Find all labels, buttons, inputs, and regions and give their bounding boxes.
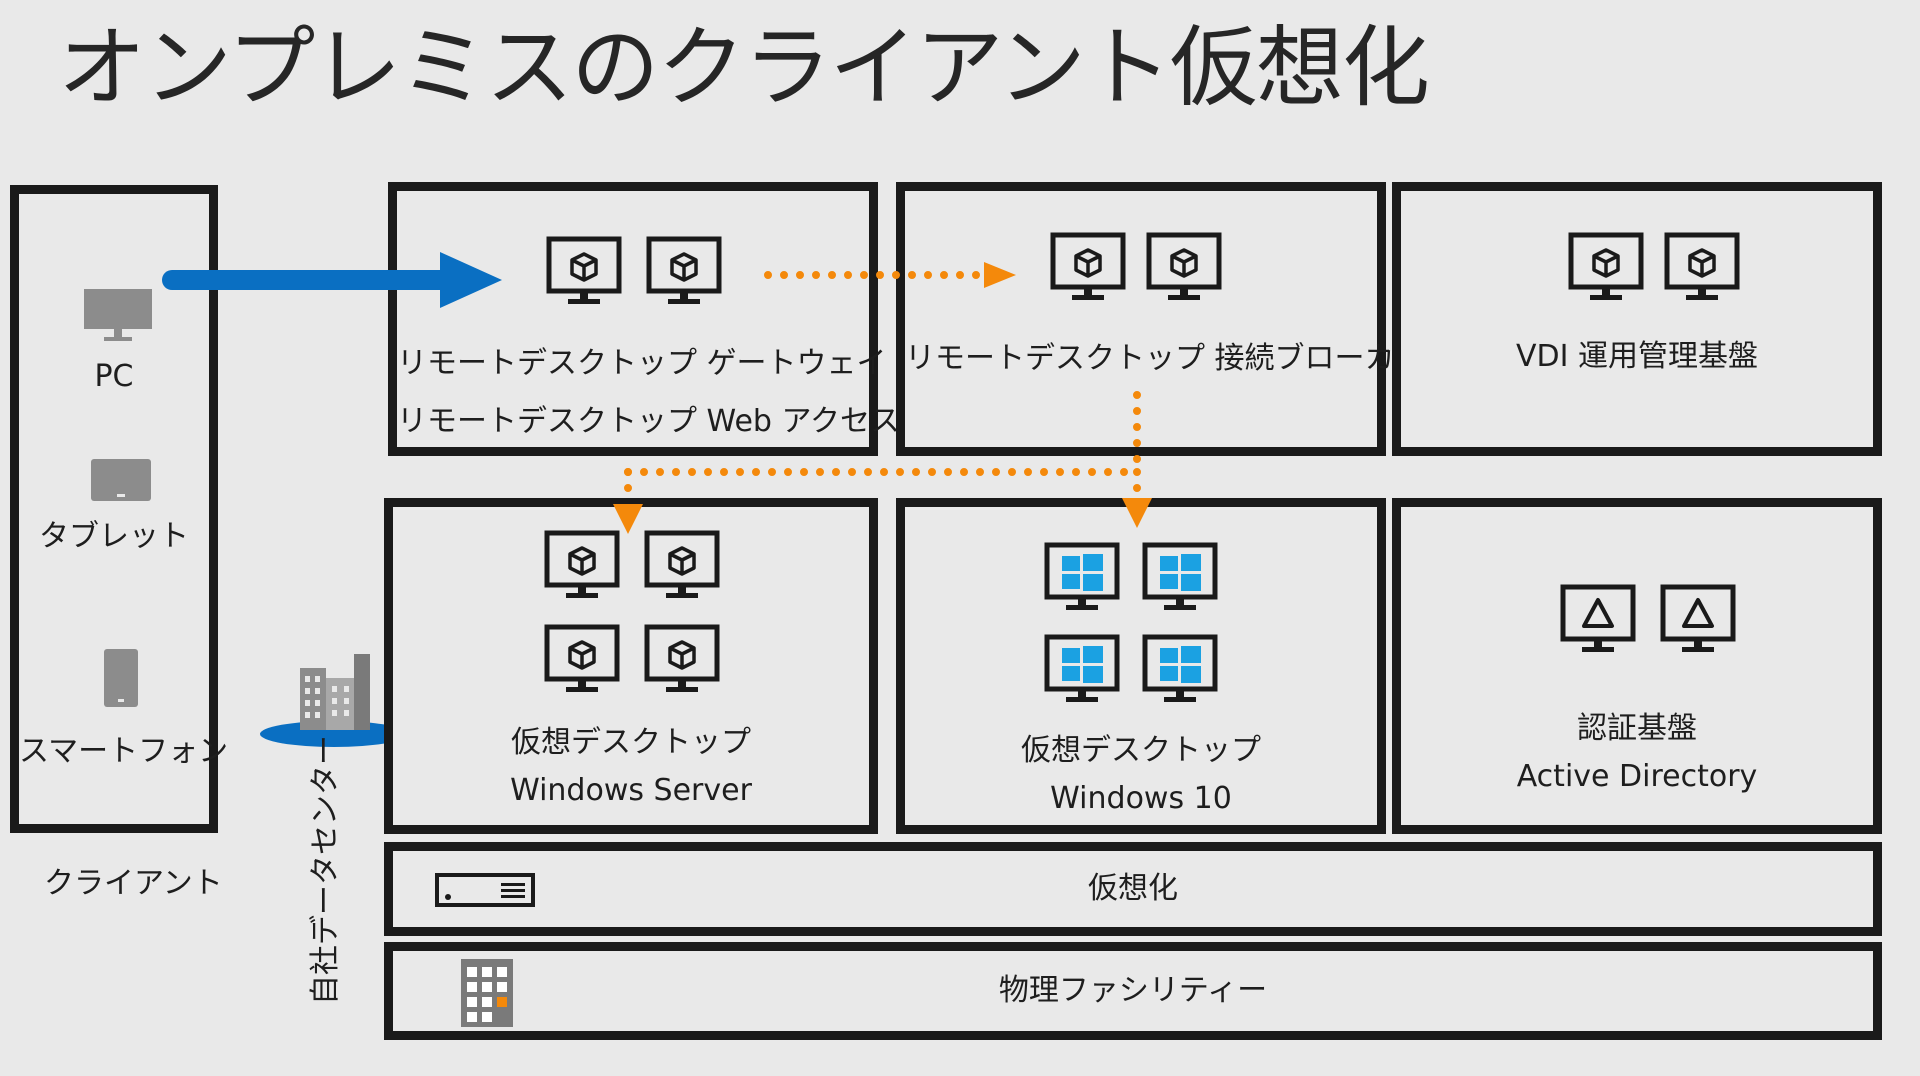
vd-win10-label-2: Windows 10 xyxy=(1050,781,1232,816)
device-label-smartphone: スマートフォン xyxy=(19,734,229,769)
virtual-machine-icon xyxy=(646,236,722,304)
vd-win10-label-1: 仮想デスクトップ xyxy=(1021,733,1261,768)
virtual-machine-icon xyxy=(544,530,620,598)
virtual-machine-icon xyxy=(644,624,720,692)
datacenter-label: 自社データセンター xyxy=(308,735,343,1005)
tablet-icon xyxy=(91,459,151,501)
vd-win10-box: 仮想デスクトップ Windows 10 xyxy=(896,498,1386,834)
windows-monitor-icon xyxy=(1142,634,1218,702)
device-label-pc: PC xyxy=(94,359,134,394)
active-directory-icon xyxy=(1660,584,1736,652)
broker-label: リモートデスクトップ 接続ブローカー xyxy=(905,341,1425,376)
vd-server-box: 仮想デスクトップ Windows Server xyxy=(384,498,878,834)
page-title: オンプレミスのクライアント仮想化 xyxy=(58,16,1430,119)
desktop-pc-icon xyxy=(84,289,152,341)
auth-label-1: 認証基盤 xyxy=(1577,711,1697,746)
client-panel: PC タブレット スマートフォン xyxy=(10,185,229,833)
gateway-label-1: リモートデスクトップ ゲートウェイ xyxy=(397,346,887,381)
virtual-machine-icon xyxy=(1146,232,1222,300)
virtual-machine-icon xyxy=(544,624,620,692)
windows-monitor-icon xyxy=(1044,634,1120,702)
virtual-machine-icon xyxy=(1568,232,1644,300)
virtual-machine-icon xyxy=(644,530,720,598)
gateway-box: リモートデスクトップ ゲートウェイ リモートデスクトップ Web アクセス xyxy=(388,182,900,456)
broker-box: リモートデスクトップ 接続ブローカー xyxy=(896,182,1425,456)
windows-monitor-icon xyxy=(1142,542,1218,610)
building-icon xyxy=(260,654,408,747)
vd-server-label-2: Windows Server xyxy=(510,773,752,808)
facility-label: 物理ファシリティー xyxy=(998,973,1268,1008)
vd-server-label-1: 仮想デスクトップ xyxy=(511,725,751,760)
virtual-machine-icon xyxy=(1664,232,1740,300)
virtual-machine-icon xyxy=(1050,232,1126,300)
client-caption: クライアント xyxy=(44,866,223,901)
active-directory-icon xyxy=(1560,584,1636,652)
virtual-machine-icon xyxy=(546,236,622,304)
virtualization-label: 仮想化 xyxy=(1088,871,1178,906)
auth-box: 認証基盤 Active Directory xyxy=(1392,498,1882,834)
windows-monitor-icon xyxy=(1044,542,1120,610)
virtualization-layer: 仮想化 xyxy=(384,842,1882,936)
server-rack-icon xyxy=(435,873,535,907)
facility-building-icon xyxy=(461,959,513,1027)
vdi-management-label: VDI 運用管理基盤 xyxy=(1515,339,1758,374)
gateway-label-2: リモートデスクトップ Web アクセス xyxy=(397,404,900,439)
vdi-management-box: VDI 運用管理基盤 xyxy=(1392,182,1882,456)
device-label-tablet: タブレット xyxy=(39,519,189,554)
auth-label-2: Active Directory xyxy=(1516,759,1758,794)
facility-layer: 物理ファシリティー xyxy=(384,942,1882,1040)
smartphone-icon xyxy=(104,649,138,707)
